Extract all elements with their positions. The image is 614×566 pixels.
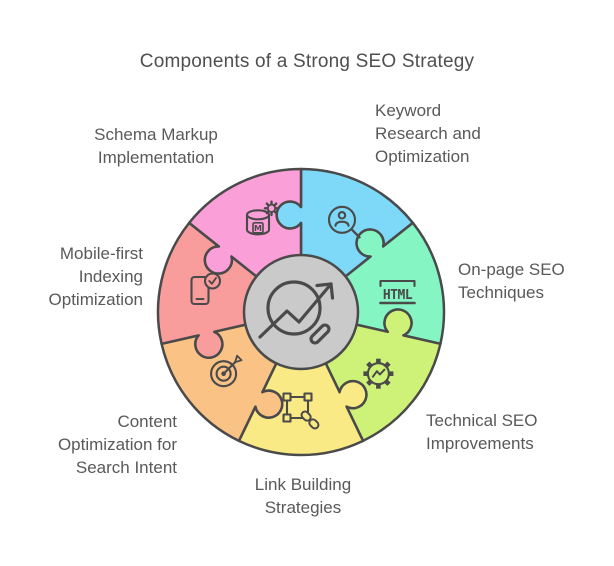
label-line: Content [117, 412, 177, 431]
label-line: Optimization [48, 290, 143, 309]
magnifier-trend-icon [258, 280, 335, 345]
label-line: Implementation [97, 148, 215, 167]
label-line: Optimization [375, 147, 470, 166]
svg-text:HTML: HTML [383, 288, 413, 303]
label-line: Improvements [426, 434, 534, 453]
label-line: Indexing [78, 267, 143, 286]
phone-check-icon [190, 272, 222, 306]
puzzle-piece [187, 167, 303, 283]
center-circle [242, 253, 360, 371]
vector-link-icon [282, 392, 320, 430]
label-schema-markup: Schema Markup Implementation [94, 123, 218, 169]
label-technical-seo: Technical SEO Improvements [426, 409, 538, 455]
label-line: Schema Markup [94, 125, 218, 144]
magnifier-user-icon [327, 205, 361, 239]
label-line: Research and [375, 124, 481, 143]
gear-chart-icon [363, 358, 394, 389]
label-line: Techniques [458, 283, 545, 302]
label-line: Keyword [375, 101, 442, 120]
page-title: Components of a Strong SEO Strategy [139, 51, 475, 72]
label-line: Technical SEO [426, 411, 538, 430]
svg-text:M: M [254, 224, 262, 233]
label-line: Link Building [254, 475, 352, 494]
label-line: Optimization for [57, 435, 177, 454]
target-dart-icon [210, 354, 243, 388]
label-content-optimization: Content Optimization for Search Intent [58, 410, 177, 479]
label-line: Strategies [264, 498, 342, 517]
label-line: On-page SEO [458, 260, 565, 279]
label-keyword-research: Keyword Research and Optimization [375, 99, 481, 168]
database-gear-icon: M [245, 200, 280, 236]
label-mobile-first: Mobile-first Indexing Optimization [49, 242, 143, 311]
label-line: Mobile-first [59, 244, 143, 263]
label-onpage-seo: On-page SEO Techniques [458, 258, 565, 304]
html-tag-icon: HTML [379, 279, 416, 305]
label-line: Search Intent [75, 458, 177, 477]
label-link-building: Link Building Strategies [255, 473, 351, 519]
